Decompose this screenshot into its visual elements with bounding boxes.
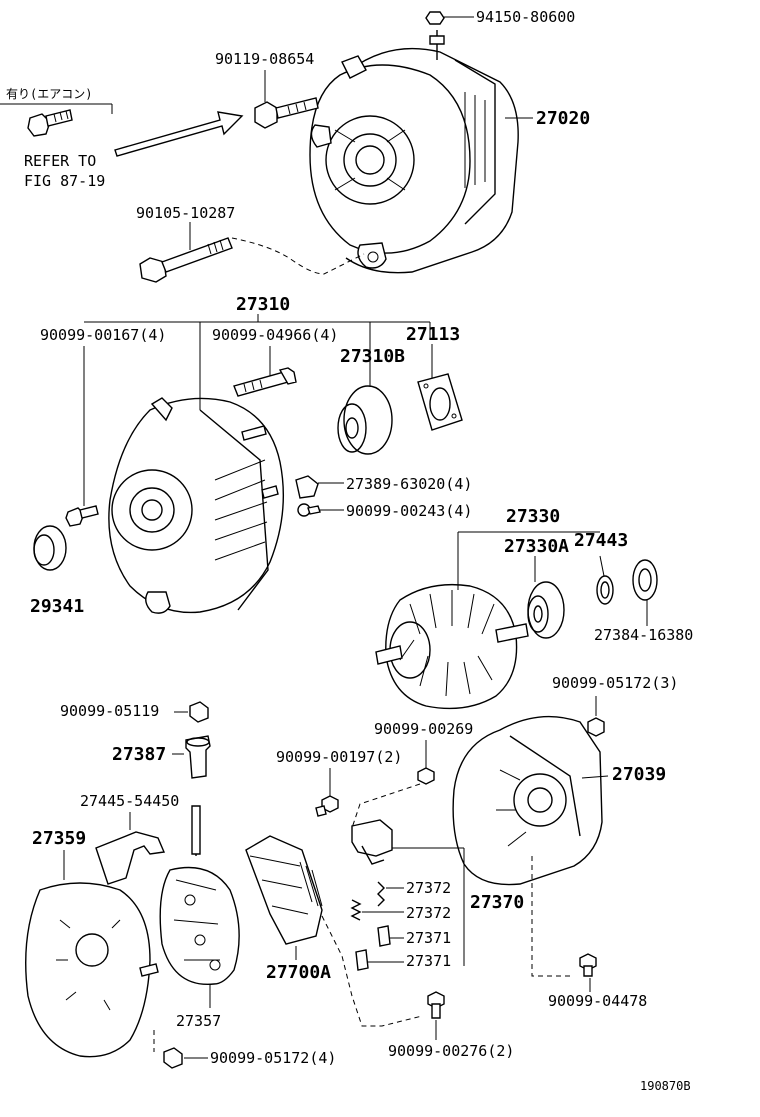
rectifier-27357 — [159, 805, 240, 1008]
alternator-assembly-27020 — [309, 30, 533, 274]
label-27310: 27310 — [236, 294, 290, 315]
label-27359: 27359 — [32, 828, 86, 849]
cap-27387 — [172, 735, 211, 779]
end-cover-27359 — [25, 850, 159, 1058]
rotor-27330 — [375, 583, 529, 710]
clip-27445-54450 — [95, 812, 166, 885]
label-27330: 27330 — [506, 506, 560, 527]
bracket-27330 — [457, 531, 600, 590]
nut-90099-05172-4 — [153, 1030, 208, 1069]
ring-27443 — [596, 555, 614, 605]
refer-to-line2: FIG 87-19 — [24, 172, 105, 190]
rear-cover-27039 — [452, 715, 609, 886]
label-27372-lower: 27372 — [406, 904, 451, 922]
regulator-27700A — [245, 835, 423, 1027]
figure-id: 190870B — [640, 1079, 691, 1093]
bolt-90105-10287 — [139, 222, 365, 283]
stud-90099-04966 — [233, 346, 297, 397]
note-with-ac: 有り(エアコン) — [6, 87, 92, 101]
label-27370: 27370 — [470, 892, 524, 913]
bracket-27310 — [84, 314, 431, 410]
label-90099-04966: 90099-04966(4) — [212, 326, 338, 344]
spring-27372-upper — [377, 881, 404, 907]
label-94150-80600: 94150-80600 — [476, 8, 575, 26]
bolt-refer-fig — [27, 109, 73, 137]
label-27443: 27443 — [574, 530, 628, 551]
cover-27384-16380 — [632, 559, 658, 626]
label-27445-54450: 27445-54450 — [80, 792, 179, 810]
brush-27371-lower — [355, 949, 404, 971]
screw-90099-00197 — [315, 768, 339, 817]
bolt-90099-00276 — [427, 991, 445, 1040]
drive-end-frame — [108, 397, 285, 614]
label-27330A: 27330A — [504, 536, 569, 557]
seal-29341 — [33, 525, 67, 571]
label-90099-00197: 90099-00197(2) — [276, 748, 402, 766]
brush-holder-27370 — [351, 819, 465, 966]
label-27384-16380: 27384-16380 — [594, 626, 693, 644]
bearing-27310B — [337, 385, 393, 455]
nut-90099-05119 — [174, 701, 209, 723]
nut-90099-05172-3 — [587, 696, 605, 737]
bolt-90099-00269 — [351, 740, 435, 829]
label-90099-00269: 90099-00269 — [374, 720, 473, 738]
ac-note-bracket — [0, 103, 113, 114]
label-27371-lower: 27371 — [406, 952, 451, 970]
label-27372-upper: 27372 — [406, 879, 451, 897]
label-27700A: 27700A — [266, 962, 331, 983]
label-27389-63020: 27389-63020(4) — [346, 475, 472, 493]
label-90099-05172-4: 90099-05172(4) — [210, 1049, 336, 1067]
label-90099-05119: 90099-05119 — [60, 702, 159, 720]
label-29341: 29341 — [30, 596, 84, 617]
label-90099-04478: 90099-04478 — [548, 992, 647, 1010]
arrow-to-mount — [114, 111, 244, 157]
spring-27372-lower — [350, 899, 404, 921]
bolt-90099-04478 — [531, 856, 597, 992]
nut-94150-80600 — [425, 11, 474, 25]
screw-90099-00167 — [65, 346, 99, 527]
label-27371-upper: 27371 — [406, 929, 451, 947]
label-90119-08654: 90119-08654 — [215, 50, 314, 68]
plate-27113 — [417, 344, 463, 431]
brush-27371-upper — [377, 925, 404, 947]
label-90099-00276: 90099-00276(2) — [388, 1042, 514, 1060]
bearing-27330A — [527, 581, 565, 639]
screw-90099-00243 — [297, 503, 344, 517]
label-27020: 27020 — [536, 108, 590, 129]
label-90105-10287: 90105-10287 — [136, 204, 235, 222]
label-90099-00167: 90099-00167(4) — [40, 326, 166, 344]
label-27357: 27357 — [176, 1012, 221, 1030]
label-90099-05172-3: 90099-05172(3) — [552, 674, 678, 692]
refer-to-line1: REFER TO — [24, 152, 96, 170]
insulator-27389-63020 — [295, 475, 344, 499]
label-27387: 27387 — [112, 744, 166, 765]
label-90099-00243: 90099-00243(4) — [346, 502, 472, 520]
label-27113: 27113 — [406, 324, 460, 345]
label-27310B: 27310B — [340, 346, 405, 367]
label-27039: 27039 — [612, 764, 666, 785]
bolt-90119-08654 — [254, 70, 319, 129]
